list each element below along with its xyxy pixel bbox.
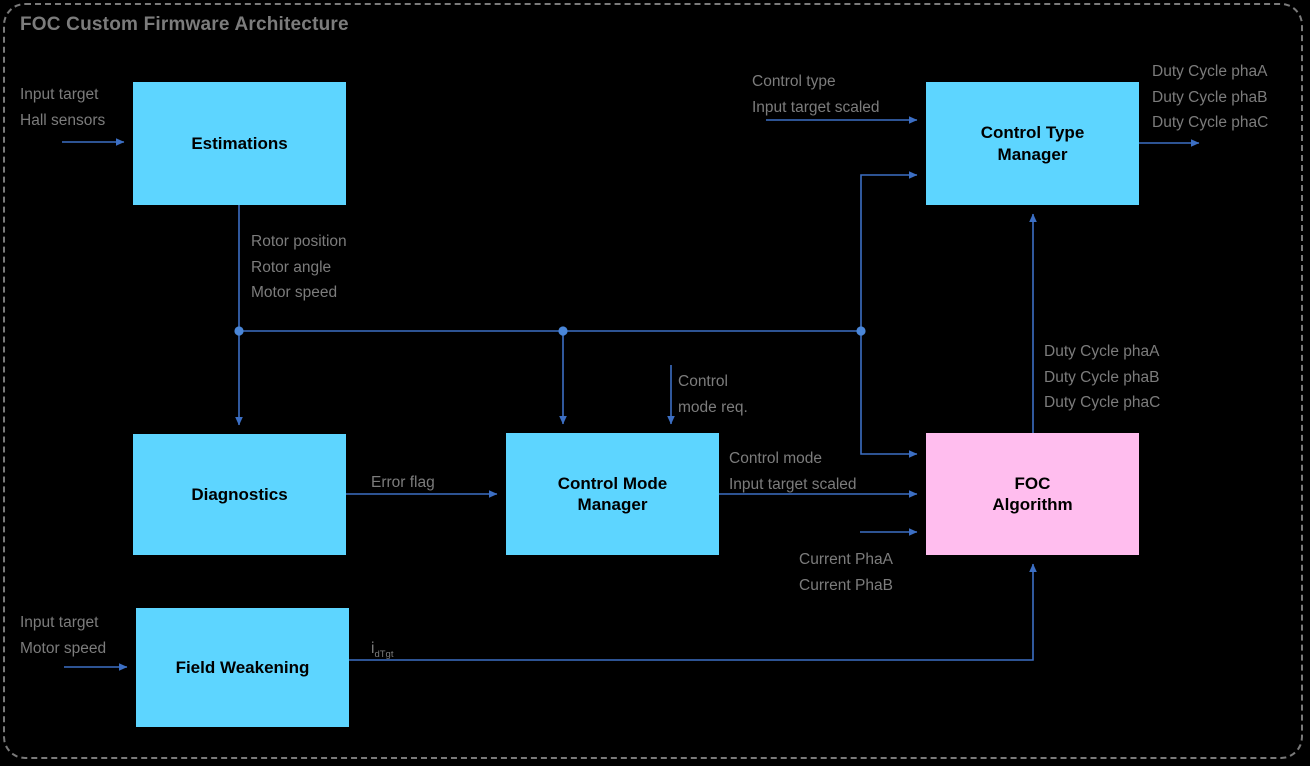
label-control-type-input: Control type Input target scaled (752, 73, 880, 116)
label-id-target: idTgt (371, 640, 394, 661)
label-current-phases: Current PhaA Current PhaB (799, 551, 893, 594)
wire-bus-up-to-control-type (860, 171, 918, 331)
label-error-flag: Error flag (371, 474, 435, 491)
block-foc-algorithm[interactable]: FOC Algorithm (926, 433, 1139, 555)
wire-id-target-to-foc (349, 563, 1037, 661)
block-control-type-manager[interactable]: Control Type Manager (926, 82, 1139, 205)
block-diagnostics[interactable]: Diagnostics (133, 434, 346, 555)
label-estimations-output: Rotor position Rotor angle Motor speed (251, 233, 347, 302)
block-field-weakening[interactable]: Field Weakening (136, 608, 349, 727)
label-field-weakening-input: Input target Motor speed (20, 614, 107, 657)
junction-dot (856, 326, 866, 336)
label-estimations-input: Input target Hall sensors (20, 86, 106, 129)
label-control-mode-req: Control mode req. (678, 373, 748, 416)
junction-dot (234, 326, 244, 336)
block-estimations[interactable]: Estimations (133, 82, 346, 205)
block-control-mode-manager[interactable]: Control Mode Manager (506, 433, 719, 555)
junction-dots (234, 326, 866, 336)
label-duty-cycle-output: Duty Cycle phaA Duty Cycle phaB Duty Cyc… (1152, 63, 1269, 132)
label-duty-cycle-feedback: Duty Cycle phaA Duty Cycle phaB Duty Cyc… (1044, 343, 1161, 412)
page-title: FOC Custom Firmware Architecture (20, 14, 349, 35)
wire-bus-down-to-foc (860, 331, 918, 458)
label-control-mode-output: Control mode Input target scaled (729, 450, 857, 493)
junction-dot (558, 326, 568, 336)
